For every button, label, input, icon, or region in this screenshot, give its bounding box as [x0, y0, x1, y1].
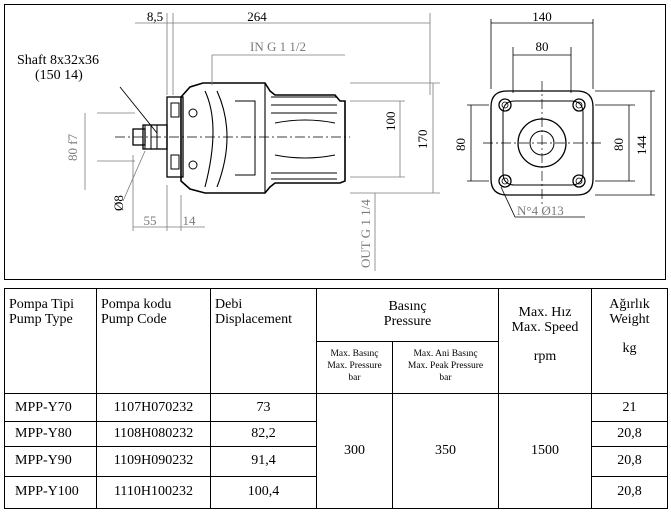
dim-140: 140	[532, 9, 552, 24]
dim-80-right: 80	[611, 138, 626, 151]
front-flange-outline	[490, 90, 594, 196]
mounting-hole-tr	[572, 98, 586, 112]
row-weight: 21	[591, 393, 668, 422]
header-pump-type: Pompa Tipi Pump Type	[4, 287, 97, 395]
row-pump-type: MPP-Y80	[4, 420, 97, 447]
front-view	[490, 90, 594, 196]
table-row: MPP-Y100 1110H100232 100,4 20,8	[4, 475, 668, 510]
row-weight: 20,8	[591, 445, 668, 477]
holes-label: N°4 Ø13	[517, 203, 564, 218]
spec-table: Pompa Tipi Pump Type Pompa kodu Pump Cod…	[4, 287, 668, 510]
row-weight: 20,8	[591, 420, 668, 447]
table-row: MPP-Y90 1109H090232 91,4 20,8	[4, 445, 668, 477]
header-pressure: Basınç Pressure	[316, 287, 499, 343]
row-displacement: 73	[210, 393, 317, 422]
row-pump-type: MPP-Y70	[4, 393, 97, 422]
table-header-row: Pompa Tipi Pump Type Pompa kodu Pump Cod…	[4, 287, 668, 395]
row-displacement: 82,2	[210, 420, 317, 447]
dim-80-left: 80	[453, 138, 468, 151]
row-pump-type: MPP-Y100	[4, 475, 97, 510]
shaft-label-line2: (150 14)	[35, 68, 83, 83]
row-pump-code: 1109H090232	[96, 445, 211, 477]
dim-264: 264	[247, 9, 267, 24]
dim-14: 14	[183, 213, 197, 228]
row-pump-code: 1108H080232	[96, 420, 211, 447]
technical-drawing: 8,5 264 IN G 1 1/2 Shaft 8x32x36 (150 14…	[4, 4, 666, 280]
row-weight: 20,8	[591, 475, 668, 510]
side-view	[115, 82, 350, 194]
dim-8-5: 8,5	[147, 9, 163, 24]
row-pump-code: 1107H070232	[96, 393, 211, 422]
dim-diameter-8: Ø8	[111, 195, 126, 211]
table-subheader-row: Max. Basınç Max. Pressure bar Max. Ani B…	[5, 341, 668, 395]
dim-144: 144	[634, 135, 649, 155]
mounting-hole-br	[572, 174, 586, 188]
row-displacement: 91,4	[210, 445, 317, 477]
drawing-canvas: 8,5 264 IN G 1 1/2 Shaft 8x32x36 (150 14…	[17, 9, 655, 271]
header-max-pressure: Max. Basınç Max. Pressure bar	[316, 341, 393, 395]
table-row: MPP-Y70 1107H070232 73 300 350 1500 21	[4, 393, 668, 509]
header-pump-code: Pompa kodu Pump Code	[96, 287, 211, 395]
cell-max-speed: 1500	[498, 393, 592, 509]
mounting-hole-bl	[498, 174, 512, 188]
row-pump-code: 1110H100232	[96, 475, 211, 510]
header-displacement: Debi Displacement	[210, 287, 317, 395]
row-pump-type: MPP-Y90	[4, 445, 97, 477]
dim-80-f7: 80 f7	[65, 133, 80, 161]
shaft-label-line1: Shaft 8x32x36	[17, 53, 99, 68]
table-row: MPP-Y80 1108H080232 82,2 20,8	[4, 420, 668, 447]
cell-peak-pressure: 350	[392, 393, 499, 509]
outlet-label: OUT G 1 1/4	[358, 199, 373, 268]
pump-body-outline	[180, 82, 346, 194]
header-max-speed: Max. Hız Max. Speed rpm	[498, 287, 592, 395]
front-view-dimensions	[467, 19, 655, 218]
side-view-dimensions	[84, 13, 440, 271]
dim-100: 100	[383, 112, 398, 132]
shaft-leader	[119, 86, 158, 134]
cell-max-pressure: 300	[316, 393, 393, 509]
dim-55: 55	[144, 213, 157, 228]
inlet-label: IN G 1 1/2	[250, 39, 306, 54]
row-displacement: 100,4	[210, 475, 317, 510]
header-weight: Ağırlık Weight kg	[591, 287, 668, 395]
header-peak-pressure: Max. Ani Basınç Max. Peak Pressure bar	[392, 341, 499, 395]
mounting-hole-tl	[498, 98, 512, 112]
dim-170: 170	[415, 130, 430, 150]
dim-80-top: 80	[536, 39, 549, 54]
